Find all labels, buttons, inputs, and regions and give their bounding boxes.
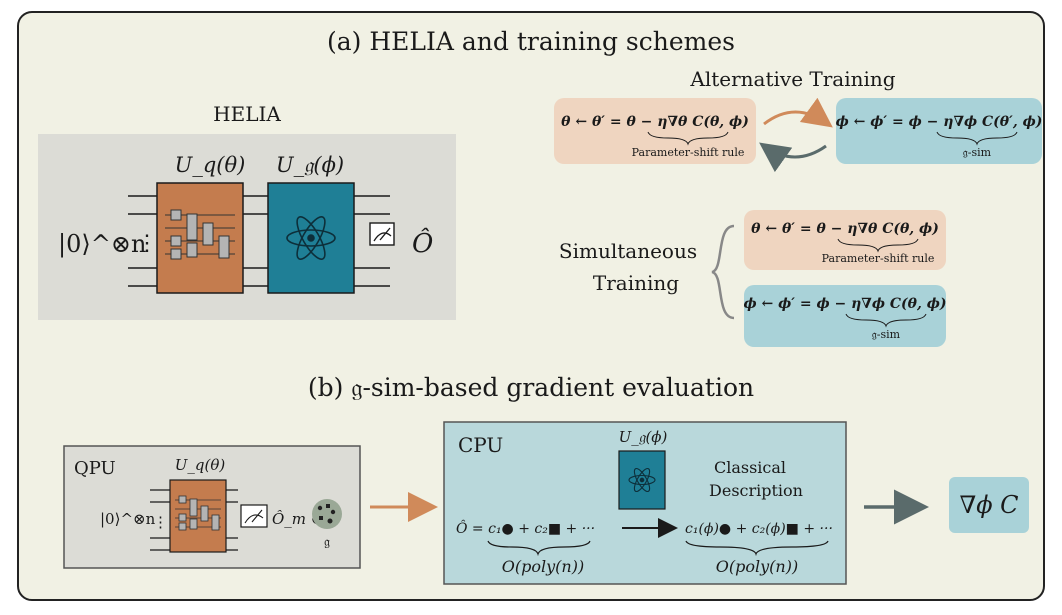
sim-theta-box: [744, 210, 946, 270]
expansion-right: c₁(ϕ)● + c₂(ϕ)■ + ···: [685, 521, 833, 537]
complexity-right: O(poly(n)): [716, 557, 798, 576]
qpu-observable: Ô_m ∈: [272, 510, 322, 528]
qpu-input-state: |0⟩^⊗n: [100, 510, 156, 528]
sim-phi-eq: ϕ ← ϕ′ = ϕ − η∇ϕ C(θ, ϕ): [743, 296, 946, 312]
ug-label: U_𝔤(ϕ): [276, 153, 344, 177]
complexity-left: O(poly(n)): [502, 557, 584, 576]
qpu-wire-dots: ⋮: [153, 513, 168, 531]
sim-theta-caption: Parameter-shift rule: [822, 252, 935, 265]
sim-training-line2: Training: [593, 271, 679, 295]
measurement-icon: [369, 222, 395, 246]
qpu-uq-gates: [175, 495, 221, 531]
qpu-label: QPU: [74, 458, 116, 479]
uq-block: [156, 182, 244, 294]
qpu-measurement-icon: [240, 504, 268, 528]
alt-arrow-forward: [763, 97, 833, 128]
sim-brace: [711, 224, 735, 320]
alt-phi-eq: ϕ ← ϕ′ = ϕ − η∇ϕ C(θ′, ϕ): [836, 114, 1043, 130]
expansion-left: Ô = c₁● + c₂■ + ···: [456, 519, 595, 537]
sim-phi-caption: 𝔤-sim: [872, 328, 901, 341]
atom-icon: [286, 216, 336, 260]
alt-theta-eq: θ ← θ′ = θ − η∇θ C(θ, ϕ): [561, 114, 749, 130]
result-box: [949, 477, 1029, 533]
uq-gates: [165, 209, 235, 260]
cpu-ug-label: U_𝔤(ϕ): [619, 428, 668, 446]
result-label: ∇ϕ C: [959, 491, 1018, 519]
sim-training-line1: Simultaneous: [559, 239, 697, 263]
section-b-title: (b) 𝔤-sim-based gradient evaluation: [308, 373, 754, 402]
classical-desc-line1: Classical: [714, 458, 786, 477]
alt-theta-box: [554, 98, 756, 164]
g-set-label: 𝔤: [324, 535, 330, 550]
g-set-icon: [312, 499, 342, 529]
wire-dots: ⋮: [136, 231, 158, 256]
sim-theta-eq: θ ← θ′ = θ − η∇θ C(θ, ϕ): [751, 221, 939, 237]
alt-phi-box: [836, 98, 1042, 164]
qpu-uq-label: U_q(θ): [175, 456, 226, 474]
sim-phi-box: [744, 285, 946, 347]
section-a-title: (a) HELIA and training schemes: [327, 27, 735, 56]
observable-label: Ô: [412, 227, 433, 259]
brace-left: [487, 540, 591, 557]
cpu-atom-icon: [628, 467, 656, 493]
alt-arrow-back: [759, 142, 827, 173]
classical-desc-line2: Description: [709, 481, 803, 500]
input-state: |0⟩^⊗n: [58, 230, 146, 259]
cpu-label: CPU: [458, 433, 503, 457]
alt-training-title: Alternative Training: [689, 67, 895, 91]
alt-phi-caption: 𝔤-sim: [963, 146, 992, 159]
alt-theta-caption: Parameter-shift rule: [632, 146, 745, 159]
brace-right: [685, 540, 829, 557]
helia-label: HELIA: [213, 102, 281, 126]
uq-label: U_q(θ): [175, 153, 246, 177]
